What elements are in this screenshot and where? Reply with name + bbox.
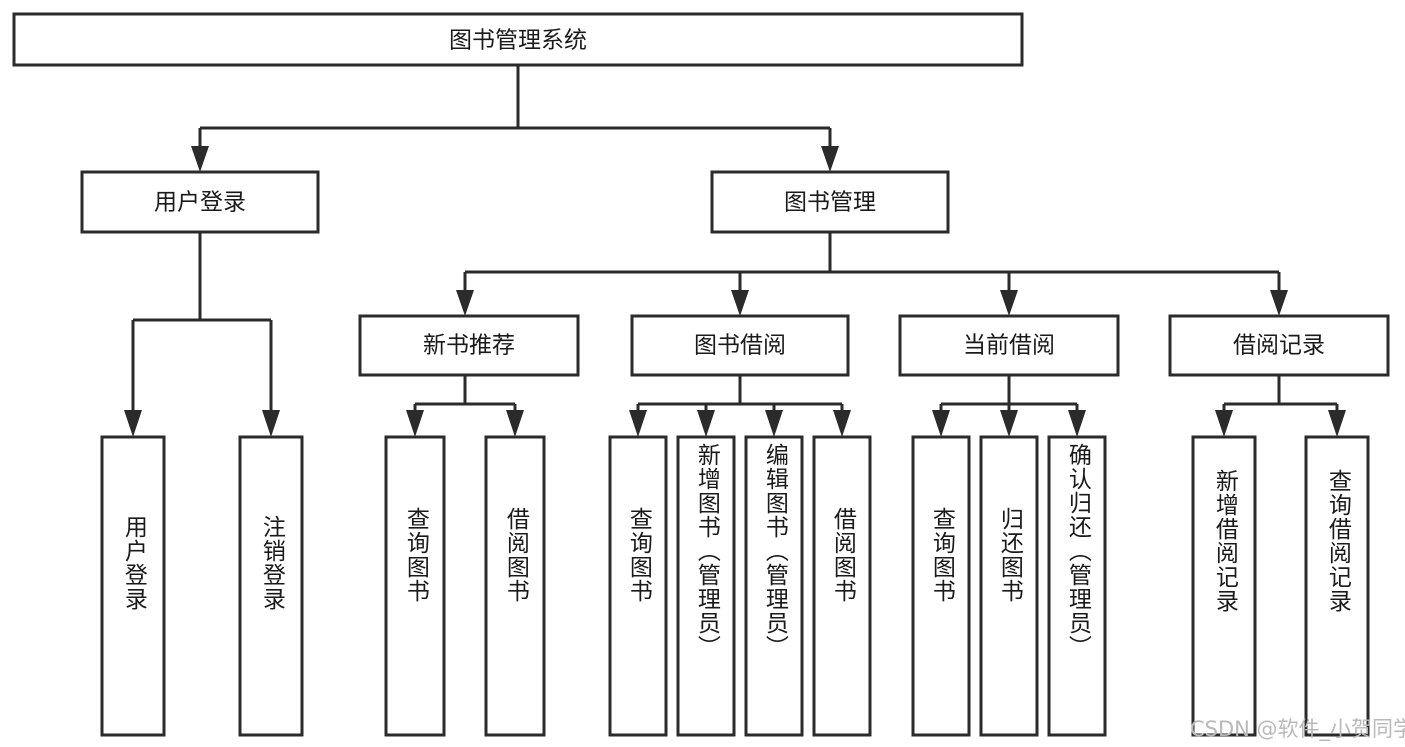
arrowhead-leaf-user-login <box>124 410 142 437</box>
arrowhead-borrow-record <box>1270 290 1288 316</box>
leaf-box-logout[interactable] <box>238 435 304 737</box>
leaf-box-record-query-record[interactable] <box>1304 435 1370 737</box>
arrowhead-borrow-leaf-4 <box>833 410 851 437</box>
arrowhead-current-borrow <box>1000 290 1018 316</box>
arrowhead-book-manage <box>821 146 839 172</box>
arrowhead-record-leaf-2 <box>1328 410 1346 437</box>
node-borrow-record-label: 借阅记录 <box>1233 333 1325 359</box>
node-book-borrow-label: 图书借阅 <box>694 333 786 359</box>
arrowhead-leaf-logout <box>262 410 280 437</box>
node-book-borrow[interactable]: 图书借阅 <box>630 314 850 377</box>
node-new-book-recommend-box[interactable] <box>358 314 580 377</box>
node-user-login[interactable]: 用户登录 <box>80 170 320 234</box>
leaf-box-recommend-query-book[interactable] <box>384 435 446 737</box>
node-current-borrow-box[interactable] <box>898 314 1120 377</box>
arrowhead-book-borrow <box>731 290 749 316</box>
arrowhead-recommend-leaf-2 <box>506 410 524 437</box>
leaf-box-borrow-query-book[interactable] <box>608 435 668 737</box>
arrowhead-user-login <box>191 146 209 172</box>
leaf-box-borrow-edit-book-admin[interactable] <box>744 435 804 737</box>
node-user-login-box[interactable] <box>80 170 320 234</box>
leaf-box-borrow-add-book-admin[interactable] <box>676 435 736 737</box>
node-root-label: 图书管理系统 <box>449 28 587 54</box>
arrowhead-recommend-leaf-1 <box>406 410 424 437</box>
leaf-box-current-return-book[interactable] <box>979 435 1039 737</box>
node-root-book-management-system[interactable]: 图书管理系统 <box>12 12 1024 67</box>
node-current-borrow[interactable]: 当前借阅 <box>898 314 1120 377</box>
node-book-management-label: 图书管理 <box>784 190 876 216</box>
node-book-management-box[interactable] <box>710 170 950 234</box>
arrowhead-new-book-recommend <box>456 290 474 316</box>
arrowhead-borrow-leaf-2 <box>697 410 715 437</box>
node-borrow-record[interactable]: 借阅记录 <box>1168 314 1390 377</box>
arrowhead-current-leaf-2 <box>1000 410 1018 437</box>
leaf-box-borrow-borrow-book[interactable] <box>812 435 872 737</box>
node-borrow-record-box[interactable] <box>1168 314 1390 377</box>
csdn-watermark: CSDN @软件_小贺同学 <box>1190 717 1405 741</box>
node-new-book-recommend[interactable]: 新书推荐 <box>358 314 580 377</box>
node-user-login-label: 用户登录 <box>154 190 246 216</box>
node-root-box[interactable] <box>12 12 1024 67</box>
arrowhead-record-leaf-1 <box>1215 410 1233 437</box>
leaf-box-recommend-borrow-book[interactable] <box>484 435 546 737</box>
leaf-box-user-login[interactable] <box>100 435 166 737</box>
leaf-box-current-confirm-return-admin[interactable] <box>1047 435 1107 737</box>
node-book-management[interactable]: 图书管理 <box>710 170 950 234</box>
leaf-box-record-add-record[interactable] <box>1191 435 1257 737</box>
arrowhead-current-leaf-1 <box>932 410 950 437</box>
node-book-borrow-box[interactable] <box>630 314 850 377</box>
arrowhead-borrow-leaf-1 <box>629 410 647 437</box>
arrowhead-borrow-leaf-3 <box>765 410 783 437</box>
connector-group <box>124 65 1346 437</box>
node-current-borrow-label: 当前借阅 <box>963 333 1055 359</box>
leaf-box-current-query-book[interactable] <box>911 435 971 737</box>
node-new-book-recommend-label: 新书推荐 <box>423 333 515 359</box>
arrowhead-current-leaf-3 <box>1068 410 1086 437</box>
